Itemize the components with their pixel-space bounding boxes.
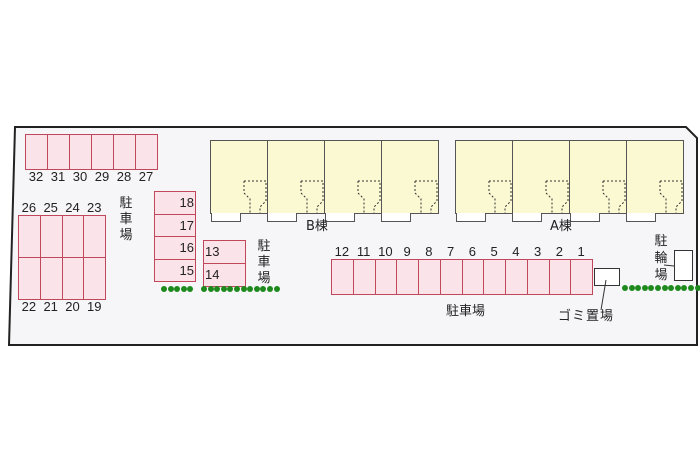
parking-label-text: 駐車場: [257, 239, 271, 286]
hedge-dot: [641, 285, 648, 291]
garbage-label: ゴミ置場: [558, 309, 615, 324]
parking-space-number: 22: [21, 299, 37, 314]
balcony: [456, 213, 486, 222]
bike-parking-label: 駐輪場: [654, 233, 670, 284]
parking-space: [203, 263, 246, 287]
parking-space-number: 15: [179, 262, 194, 278]
parking-label-main: 駐車場: [446, 304, 486, 319]
parking-space-number: 31: [50, 169, 66, 184]
building-a-unit: [626, 140, 684, 214]
hedge-dot: [260, 286, 267, 292]
building-b-unit: [267, 140, 325, 214]
parking-label-text: 駐車場: [119, 196, 133, 243]
hedge-dot: [207, 286, 214, 292]
hedge-dot: [214, 286, 221, 292]
parking-space-number: 18: [179, 195, 194, 210]
parking-space-number: 13: [205, 244, 220, 259]
parking-space: [570, 259, 593, 295]
hedge-dot: [187, 286, 194, 292]
parking-space-number: 26: [21, 200, 37, 215]
parking-space-number: 11: [356, 244, 371, 259]
parking-space-number: 20: [65, 299, 80, 314]
parking-space-number: 21: [43, 299, 58, 314]
balcony: [381, 213, 411, 222]
parking-space: [83, 257, 107, 300]
hedge-dot: [174, 286, 181, 292]
balcony: [570, 213, 600, 222]
bike-parking-label-text: 駐輪場: [654, 234, 668, 283]
balcony: [211, 213, 241, 222]
parking-space-number: 16: [179, 240, 194, 255]
balcony: [267, 213, 297, 222]
parking-label-mid: 駐車場: [257, 239, 273, 287]
parking-space-number: 24: [65, 200, 80, 215]
building-a-label: A棟: [550, 219, 572, 234]
parking-space-number: 2: [555, 244, 563, 259]
garbage-area: [594, 268, 620, 286]
hedge-dot: [247, 286, 254, 292]
parking-space-number: 12: [334, 244, 350, 259]
hedge-dot: [167, 286, 174, 292]
parking-space-number: 10: [378, 244, 393, 259]
hedge-dot: [273, 286, 280, 292]
hedge-dot: [688, 285, 694, 291]
parking-space: [135, 134, 158, 170]
parking-space-number: 30: [72, 169, 88, 184]
balcony: [325, 213, 355, 222]
parking-space-number: 27: [138, 169, 154, 184]
hedge-dot: [681, 285, 688, 291]
parking-space-number: 6: [468, 244, 476, 259]
hedge-dot: [661, 285, 668, 291]
parking-space-number: 3: [534, 244, 542, 259]
hedge-dot: [161, 286, 167, 292]
hedge-dot: [240, 286, 247, 292]
hedge-dot: [180, 286, 187, 292]
parking-space: [154, 258, 196, 282]
parking-space-number: 5: [490, 244, 498, 259]
parking-space-number: 28: [116, 169, 132, 184]
parking-space-number: 23: [87, 200, 102, 215]
hedge-dot: [227, 286, 234, 292]
hedge-dot: [628, 285, 635, 291]
hedge-dot: [253, 286, 260, 292]
hedge-dot: [674, 285, 681, 291]
bike-parking-area: [674, 250, 693, 281]
hedge-dot: [220, 286, 227, 292]
parking-space-number: 19: [87, 299, 102, 314]
parking-space-number: 8: [425, 244, 433, 259]
hedge-dot: [201, 286, 207, 292]
building-b-unit: [381, 140, 439, 214]
parking-space-number: 14: [205, 267, 220, 282]
parking-space-number: 7: [447, 244, 455, 259]
parking-space-number: 17: [179, 217, 194, 233]
hedge-dot: [655, 285, 661, 291]
hedge-dot: [648, 285, 655, 291]
hedge-dot: [267, 286, 273, 292]
hedge-dot: [635, 285, 642, 291]
parking-space-number: 32: [28, 169, 44, 184]
building-b-label: B棟: [306, 219, 328, 234]
parking-space-number: 9: [403, 244, 411, 259]
parking-space-number: 4: [512, 244, 520, 259]
parking-space-number: 1: [577, 244, 585, 259]
balcony: [512, 213, 542, 222]
hedge-dot: [668, 285, 675, 291]
parking-space-number: 25: [43, 200, 58, 215]
balcony: [626, 213, 656, 222]
hedge-dot: [694, 285, 700, 291]
parking-label-left: 駐車場: [119, 196, 135, 244]
hedge-dot: [622, 285, 628, 291]
hedge-dot: [234, 286, 240, 292]
parking-space-number: 29: [94, 169, 110, 184]
